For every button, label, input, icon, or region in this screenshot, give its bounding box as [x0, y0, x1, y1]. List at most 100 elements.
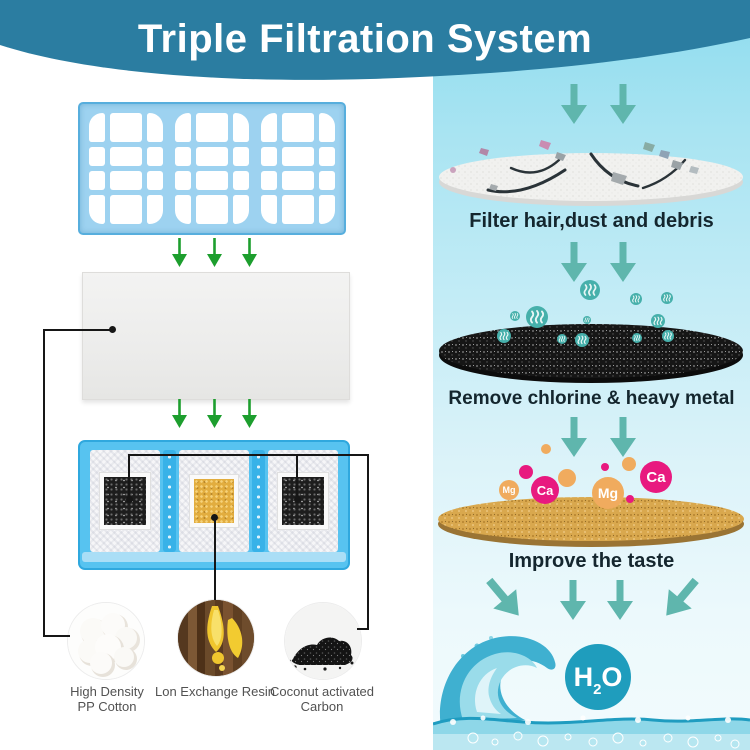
grid-hole [110, 147, 142, 166]
connector-line [367, 454, 369, 630]
grid-hole [196, 171, 228, 190]
chlorine-molecule-icon [651, 314, 665, 333]
grid-hole [89, 171, 106, 190]
grid-hole [232, 194, 249, 224]
chlorine-molecule-icon [580, 280, 600, 305]
grid-hole [196, 194, 228, 224]
chlorine-molecule-icon [526, 306, 548, 333]
grid-section [89, 113, 163, 224]
grid-hole [175, 113, 192, 143]
chlorine-molecule-icon [661, 291, 673, 309]
carbon-pile-illustration [285, 603, 361, 679]
grid-hole [146, 147, 163, 166]
carbon-window-left [100, 473, 150, 529]
connector-line [296, 456, 298, 500]
grid-hole [89, 113, 106, 143]
filter-tray [78, 440, 350, 570]
green-down-arrow-icon [206, 399, 223, 433]
grid-hole [232, 171, 249, 190]
flow-arrow-icon [559, 84, 589, 129]
grid-hole [175, 171, 192, 190]
step3-caption: Improve the taste [508, 550, 675, 572]
grid-hole [175, 194, 192, 224]
carbon-window-right [278, 473, 328, 529]
ca-ion: Ca [531, 476, 559, 504]
connector-line [357, 628, 369, 630]
flow-arrow-icon [486, 577, 519, 623]
step1-caption: Filter hair,dust and debris [469, 210, 714, 232]
carbon-photo [284, 602, 362, 680]
chlorine-molecule-icon [497, 329, 511, 348]
ion-dot [541, 444, 551, 454]
chlorine-molecule-icon [510, 308, 520, 326]
grid-hole [146, 113, 163, 143]
label-pp-cotton: High Density PP Cotton [70, 684, 144, 715]
connector-line [128, 454, 369, 456]
carbon-disc [439, 324, 743, 383]
cotton-balls-illustration [68, 603, 144, 679]
grid-hole [146, 171, 163, 190]
flow-arrow-icon [666, 577, 699, 623]
banner-ribbon [0, 0, 750, 80]
flow-arrow-icon [558, 580, 588, 625]
pp-cotton-pad [82, 272, 350, 400]
mg-ion: Mg [592, 477, 624, 509]
cotton-photo [67, 602, 145, 680]
grid-hole [261, 194, 278, 224]
tray-divider [252, 450, 265, 552]
connector-line [43, 329, 113, 331]
grid-hole [282, 194, 314, 224]
grid-hole [232, 147, 249, 166]
step2-caption: Remove chlorine & heavy metal [448, 388, 735, 409]
grid-hole [318, 113, 335, 143]
grid-hole [232, 113, 249, 143]
filter-bag-left [90, 450, 160, 552]
resin-photo [177, 599, 255, 677]
grid-hole [89, 194, 106, 224]
filter-bag-right [268, 450, 338, 552]
resin-drip-illustration [178, 600, 254, 676]
grid-hole [89, 147, 106, 166]
grid-hole [282, 113, 314, 143]
grid-hole [175, 147, 192, 166]
chlorine-molecule-icon [557, 331, 567, 349]
grid-section [175, 113, 249, 224]
grid-hole [146, 194, 163, 224]
grid-hole [261, 147, 278, 166]
resin-disc [438, 497, 744, 547]
grid-hole [261, 113, 278, 143]
flow-arrow-icon [608, 242, 638, 287]
grid-hole [318, 194, 335, 224]
chlorine-molecule-icon [575, 333, 589, 352]
chlorine-molecule-icon [583, 311, 591, 329]
green-down-arrow-icon [206, 238, 223, 272]
ion-dot [519, 465, 533, 479]
flow-arrow-icon [608, 417, 638, 462]
chlorine-molecule-icon [630, 292, 642, 310]
label-ion-exchange-resin: Lon Exchange Resin [155, 684, 275, 699]
connector-line [128, 456, 130, 500]
ion-dot [601, 463, 609, 471]
chlorine-molecule-icon [662, 329, 674, 347]
ca-ion: Ca [640, 461, 672, 493]
grid-hole [196, 147, 228, 166]
ion-dot [558, 469, 576, 487]
ion-dot [626, 495, 634, 503]
grid-hole [282, 171, 314, 190]
green-down-arrow-icon [241, 238, 258, 272]
chlorine-molecule-icon [632, 330, 642, 348]
green-down-arrow-icon [241, 399, 258, 433]
grid-hole [110, 171, 142, 190]
mesh-disc [439, 140, 743, 206]
connector-line [43, 329, 45, 637]
grid-hole [196, 113, 228, 143]
grid-hole [110, 194, 142, 224]
green-down-arrow-icon [171, 238, 188, 272]
label-activated-carbon: Coconut activated Carbon [269, 684, 375, 715]
connector-line [214, 517, 216, 600]
page-title: Triple Filtration System [137, 17, 593, 61]
filter-grid-frame [78, 102, 346, 235]
flow-arrow-icon [605, 580, 635, 625]
ion-dot [622, 457, 636, 471]
